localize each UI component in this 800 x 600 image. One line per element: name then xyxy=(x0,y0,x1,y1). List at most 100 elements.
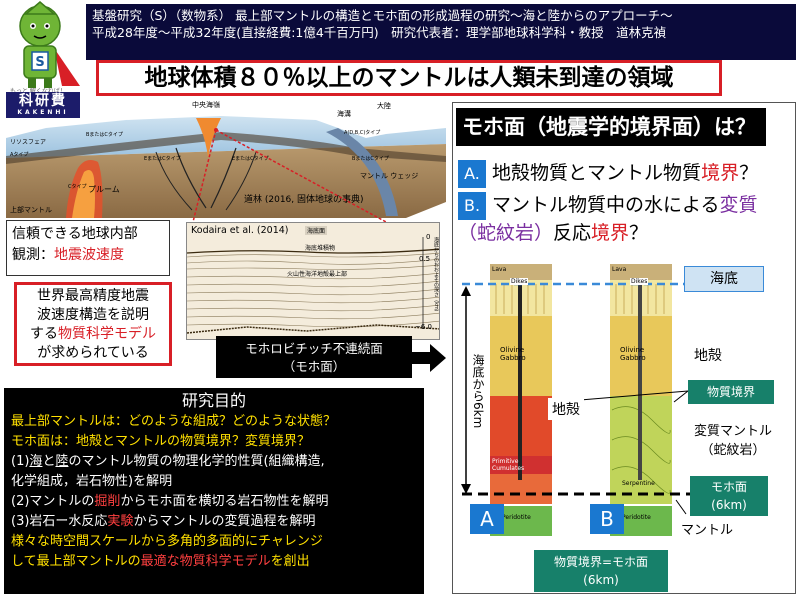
moho-panel-title: モホ面（地震学的境界面）は？ xyxy=(456,108,766,146)
label-ridge: 中央海嶺 xyxy=(192,100,220,109)
purpose-w2: 化学組成，岩石物性)を解明 xyxy=(11,474,173,489)
logo-sub: KAKENHI xyxy=(17,109,69,116)
dikes-a: Dikes xyxy=(510,278,529,285)
badge-a: A. xyxy=(458,160,486,188)
label-b-or-c: BまたはCタイプ xyxy=(86,131,123,138)
altered-l2: （蛇紋岩） xyxy=(700,443,766,458)
moho-questions: A. 地殻物質とマントル物質境界？ B. マントル物質中の水による変質 （蛇紋岩… xyxy=(458,160,794,246)
label-plume: プルーム xyxy=(88,185,120,194)
bottom-l1: 物質境界=モホ面 xyxy=(553,555,649,569)
label-e-or-c-right: EまたはCタイプ xyxy=(232,155,269,162)
lava-b: Lava xyxy=(612,266,627,273)
header-line2: 平成28年度～平成32年度(直接経費:1億4千百万円) 研究代表者：理学部地球科… xyxy=(92,25,667,40)
label-continent: 大陸 xyxy=(377,101,391,110)
reliable-prefix: 観測： xyxy=(12,247,54,263)
header-banner: 基盤研究（S）（数物系） 最上部マントルの構造とモホ面の形成過程の研究～海と陸か… xyxy=(86,4,796,60)
qa-end: ？ xyxy=(739,162,759,184)
purpose-w1a: (1) xyxy=(11,454,30,469)
lava-a: Lava xyxy=(492,266,507,273)
seismic-axis-label: 海底からのおおよその深さ（km） xyxy=(433,237,439,315)
purpose-w1-land: 陸 xyxy=(55,454,69,469)
seismic-sea-floor: 海底面 xyxy=(305,226,328,235)
label-b-c-type: BまたはCタイプ xyxy=(352,155,389,162)
moho-6km-label: モホ面 (6km) xyxy=(690,476,768,516)
world-precision-box: 世界最高精度地震 波速度構造を説明 する物質科学モデル が求められている xyxy=(14,282,172,366)
seismic-tick-6: ~6.0 xyxy=(415,323,432,331)
seismic-profile: Kodaira et al. (2014) 海底面 海底堆積物 火山性海洋地殻最… xyxy=(186,222,440,340)
purpose-w4-red: 実験 xyxy=(107,514,134,529)
seismic-tick-05: 0.5 xyxy=(419,255,431,263)
research-purpose-box: 研究目的 最上部マントルは：どのような組成？どのような状態？ モホ面は：地殻とマ… xyxy=(4,388,424,594)
header-line1: 基盤研究（S）（数物系） 最上部マントルの構造とモホ面の形成過程の研究～海と陸か… xyxy=(92,8,673,23)
crust-label-center: 地殻 xyxy=(548,398,584,420)
purpose-w4b: からマントルの変質過程を解明 xyxy=(133,514,316,529)
peridotite-a: Peridotite xyxy=(502,514,531,521)
question-b: B. マントル物質中の水による変質 xyxy=(458,192,794,220)
moho-label-l2: （モホ面） xyxy=(282,359,346,374)
seismic-credit: Kodaira et al. (2014) xyxy=(191,225,289,236)
label-upper-mantle: 上部マントル xyxy=(10,205,52,214)
question-a: A. 地殻物質とマントル物質境界？ xyxy=(458,160,794,188)
moho-6km-l2: (6km) xyxy=(711,498,747,512)
label-trench: 海溝 xyxy=(337,109,351,118)
depth-label: 海底から6km xyxy=(470,354,487,429)
mascot-icon: S xyxy=(19,1,80,88)
purpose-y4a: して最上部マントルの xyxy=(11,554,141,569)
reliable-line1: 信頼できる地球内部 xyxy=(12,226,138,242)
world-l2: 波速度構造を説明 xyxy=(37,307,149,323)
purpose-title: 研究目的 xyxy=(181,391,246,410)
altered-l1: 変質マントル xyxy=(693,424,772,439)
qb-l2-purple: （蛇紋岩） xyxy=(458,222,554,244)
question-b-line2: （蛇紋岩）反応境界？ xyxy=(458,220,794,246)
label-e-or-c-left: EまたはCタイプ xyxy=(144,155,181,162)
peridotite-b: Peridotite xyxy=(622,514,651,521)
sea-floor-label: 海底 xyxy=(684,266,764,292)
column-b xyxy=(610,264,672,536)
boundary-label: 物質境界 xyxy=(688,380,774,404)
qb-purple: 変質 xyxy=(719,194,758,216)
purpose-y1: 最上部マントルは：どのような組成？どのような状態？ xyxy=(11,414,337,429)
diagram-credit: 道林 (2016, 固体地球の事典) xyxy=(244,193,364,205)
purpose-w4: (3)岩石ー水反応実験からマントルの変質過程を解明 xyxy=(11,512,417,532)
moho-label-l1: モホロビチッチ不連続面 xyxy=(245,341,383,356)
reliable-red: 地震波速度 xyxy=(54,247,124,263)
mantle-label: マントル xyxy=(678,518,737,539)
purpose-w1-sea: 海 xyxy=(29,454,43,469)
reliable-observation-box: 信頼できる地球内部 観測：地震波速度 xyxy=(6,220,170,276)
world-l3-red: 物質科学モデル xyxy=(58,326,156,342)
purpose-w1b: と xyxy=(42,454,56,469)
earth-cross-section-diagram: 中央海嶺 海溝 大陸 リソスフェア Aタイプ BまたはCタイプ EまたはCタイプ… xyxy=(6,100,446,218)
seismic-volcanic: 火山性海洋地殻最上部 xyxy=(287,271,348,278)
world-l1: 世界最高精度地震 xyxy=(37,288,149,304)
purpose-w3-red: 掘削 xyxy=(94,494,121,509)
moho-discontinuity-label: モホロビチッチ不連続面 （モホ面） xyxy=(216,336,412,378)
world-l3: する物質科学モデル xyxy=(19,325,167,344)
purpose-y4b: を創出 xyxy=(270,554,310,569)
boundary-moho-label: 物質境界=モホ面 (6km) xyxy=(534,550,668,592)
seismic-tick-0: 0 xyxy=(426,233,431,241)
purpose-w3: (2)マントルの掘削からモホ面を横切る岩石物性を解明 xyxy=(11,492,417,512)
kakenhi-logo: 科研費 KAKENHI xyxy=(6,92,80,118)
label-mantle-wedge: マントル ウェッジ xyxy=(360,172,418,180)
crust-label-right: 地殻 xyxy=(690,344,726,366)
serpentine-label: Serpentine xyxy=(622,480,655,487)
logo-tagline: もっと 解くなれば！ xyxy=(10,86,66,95)
label-c-type: Cタイプ xyxy=(68,183,87,190)
purpose-w3b: からモホ面を横切る岩石物性を解明 xyxy=(120,494,329,509)
purpose-w1c: のマントル物質の物理化学的性質(組織構造, xyxy=(68,454,325,469)
qb-end: ？ xyxy=(629,222,649,244)
badge-b: B. xyxy=(458,192,486,220)
seismic-image xyxy=(187,223,439,339)
qa-red: 境界 xyxy=(701,162,740,184)
bottom-l2: (6km) xyxy=(583,573,619,587)
moho-6km-l1: モホ面 xyxy=(710,480,747,494)
label-abc-type: A(D,B,C)タイプ xyxy=(344,129,380,136)
qb-l2-red: 境界 xyxy=(591,222,630,244)
svg-text:S: S xyxy=(35,55,44,70)
qb-l2-text: 反応 xyxy=(553,222,592,244)
purpose-y4-red: 最適な物質科学モデル xyxy=(140,554,271,569)
logo-name: 科研費 xyxy=(19,93,67,109)
qa-text: 地殻物質とマントル物質 xyxy=(492,162,702,184)
purpose-w3a: (2)マントルの xyxy=(11,494,95,509)
